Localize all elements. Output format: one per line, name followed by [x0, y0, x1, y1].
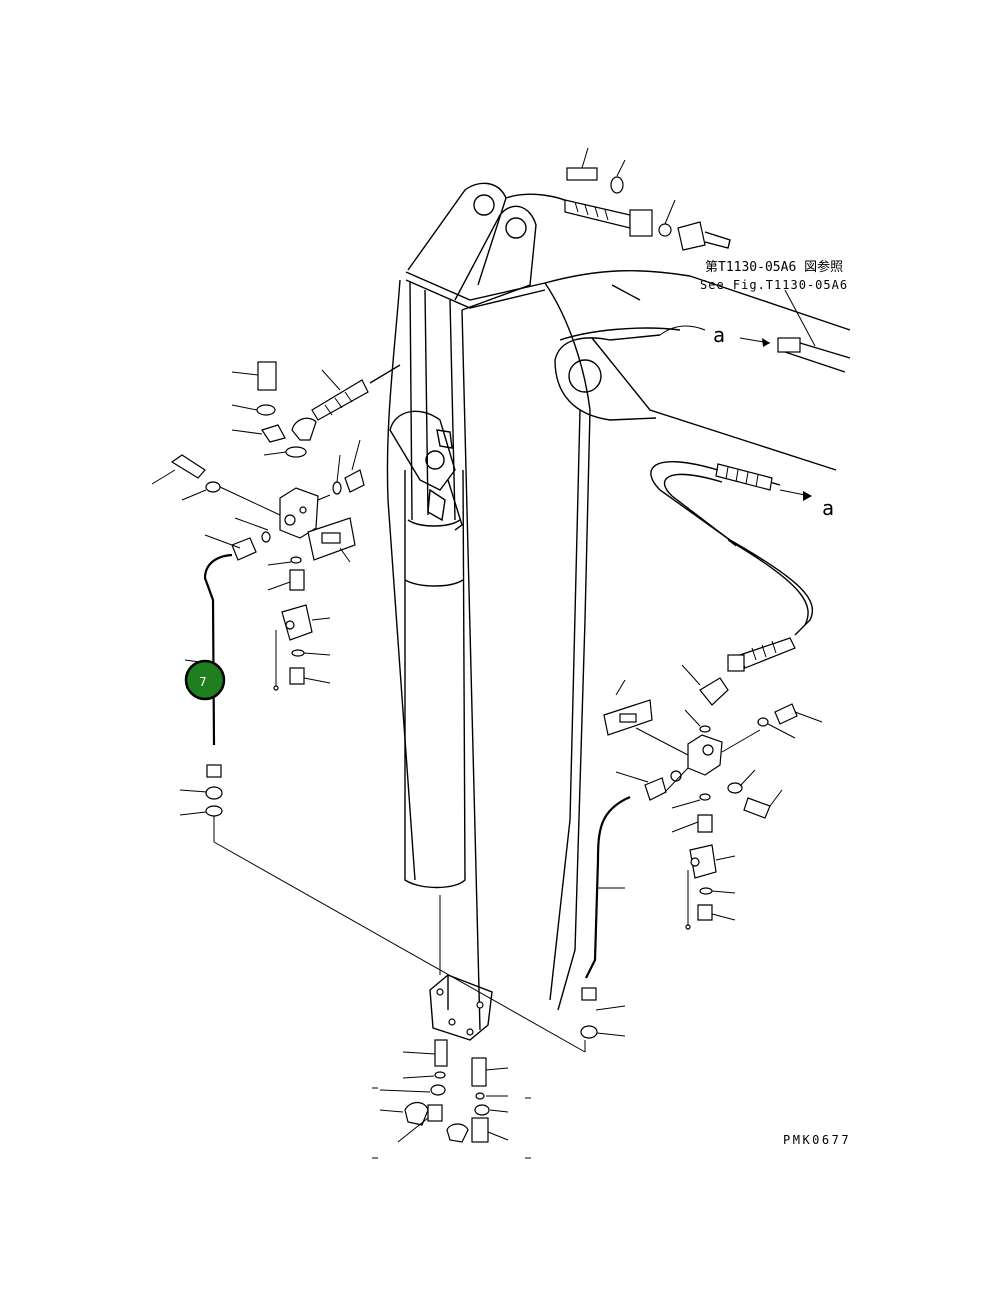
washer-right-bottom	[580, 1025, 598, 1039]
bracket-hole-icon	[448, 1018, 456, 1026]
bracket-hole-icon	[466, 1028, 474, 1036]
boom-structure	[386, 182, 851, 1031]
cap-ring-right	[474, 1104, 490, 1116]
arrow-head-right-icon	[803, 491, 812, 501]
flange-washer	[610, 176, 624, 194]
block-port-icon	[299, 506, 307, 514]
split-flange	[629, 209, 653, 237]
fitting-left-5	[289, 569, 305, 591]
washer-left-bottom	[205, 805, 223, 817]
reference-label-jp: 第T1130-05A6 図参照	[705, 259, 843, 275]
quick-coupler-right	[471, 1117, 489, 1143]
o-ring-right-4	[699, 793, 711, 801]
elbow-fitting-right	[699, 677, 729, 706]
plate-slot	[619, 713, 637, 723]
right-block-assembly	[603, 679, 823, 930]
o-ring-bottom-left	[434, 1071, 446, 1079]
plug-left-2	[289, 667, 305, 685]
connection-arrow-bottom: a	[779, 489, 834, 520]
flange-fitting	[677, 221, 706, 251]
bolt-left-top	[257, 361, 277, 391]
o-ring-left-2	[332, 481, 342, 495]
badge-circle[interactable]	[184, 659, 226, 701]
tee-fitting-left	[281, 604, 313, 641]
bracket-hole-icon	[476, 1001, 484, 1009]
connection-label-a-bottom: a	[822, 496, 834, 520]
plug-left	[344, 469, 365, 493]
hose-end-fitting-right	[739, 637, 796, 669]
bottom-bracket-assembly	[372, 974, 531, 1159]
coupler-body-right	[471, 1057, 487, 1087]
o-ring-left-4	[290, 556, 302, 564]
flange-o-ring	[658, 223, 672, 237]
connector-right	[644, 777, 667, 801]
o-ring-left-3	[261, 531, 271, 543]
bracket-hole-icon	[436, 988, 444, 996]
flange-bolt	[566, 167, 598, 181]
right-hose-assembly	[650, 461, 814, 733]
plate-slot	[321, 532, 341, 544]
plug-right	[774, 703, 798, 725]
washer-left-outer	[205, 481, 221, 493]
badge-label: 7	[199, 675, 207, 689]
port-icon	[690, 857, 700, 867]
o-ring-right	[699, 725, 711, 733]
tee-fitting-right	[689, 844, 717, 879]
o-ring-right-2	[757, 717, 769, 727]
cap-ring-left	[430, 1084, 446, 1096]
hose-end-fitting	[715, 463, 773, 491]
o-ring-bottom-right	[475, 1092, 485, 1100]
junction-block-right	[687, 734, 723, 776]
drawing-code: PMK0677	[783, 1133, 851, 1147]
hose-nut	[727, 654, 745, 672]
bolt-right	[743, 797, 771, 819]
split-flange-left	[261, 424, 286, 443]
o-ring-left-5	[291, 649, 305, 657]
dust-cap-left	[404, 1101, 429, 1126]
dust-cap-right	[446, 1123, 469, 1143]
washer-left-top	[256, 404, 276, 416]
part-callout-badge[interactable]: 7	[184, 659, 226, 701]
pipe-end-fitting-top	[777, 337, 801, 353]
hose-elbow-left	[291, 417, 317, 441]
block-port-icon	[284, 514, 296, 526]
washer-left-pipe	[205, 786, 223, 800]
o-ring-right-3	[670, 770, 682, 782]
connection-label-a-top: a	[713, 323, 725, 347]
bolt-left-outer	[170, 454, 206, 479]
pin-end-icon	[273, 685, 279, 691]
o-ring-right-5	[699, 887, 713, 895]
quick-coupler-left	[427, 1104, 443, 1122]
block-port-icon	[702, 744, 714, 756]
washer-right	[727, 782, 743, 794]
fitting-right-5	[697, 814, 713, 833]
pipe-nut-left	[206, 764, 222, 778]
plug-right-2	[697, 904, 713, 921]
left-block-assembly	[151, 361, 401, 691]
port-icon	[285, 620, 295, 630]
right-pipe	[580, 795, 631, 1039]
left-pipe	[179, 553, 586, 1053]
coupler-body-left	[434, 1039, 448, 1067]
connection-arrow-top: a	[659, 323, 771, 347]
hose-end-fitting-left	[311, 379, 369, 421]
pin-end-icon	[685, 924, 691, 930]
top-flange-assembly	[505, 147, 851, 373]
pipe-nut-right	[581, 987, 597, 1001]
connector-left	[231, 537, 257, 561]
o-ring-left-1	[285, 446, 307, 458]
arrow-head-right-icon	[762, 338, 770, 347]
reference-label-en: See Fig.T1130-05A6	[700, 278, 848, 292]
